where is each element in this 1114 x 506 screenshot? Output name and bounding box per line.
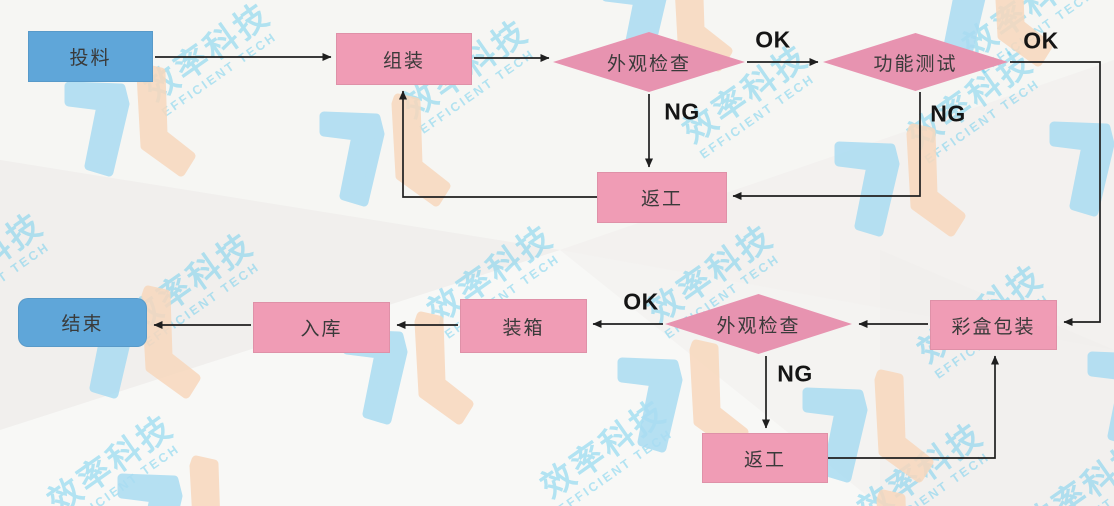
edge-rework1-assemble [399, 90, 597, 198]
node-assemble: 组装 [336, 33, 472, 85]
edge-label-ok: OK [755, 26, 791, 53]
watermark-text-en: EFFICIENT TECH [1037, 463, 1114, 506]
node-inspect2: 外观检查 [665, 294, 852, 354]
brand-logo-watermark-icon [876, 489, 906, 506]
node-label: 入库 [300, 319, 343, 340]
watermark-text-zh: 效率科技 [850, 415, 991, 506]
edge-rework2-package [828, 355, 999, 459]
brand-logo-watermark-icon [834, 123, 966, 237]
edge-label-ng: NG [664, 98, 700, 125]
node-start: 投料 [28, 31, 153, 82]
brand-logo-watermark-icon [1087, 351, 1114, 442]
watermark-text-en: EFFICIENT TECH [159, 29, 280, 120]
node-end: 结束 [18, 298, 147, 347]
node-warehouse: 入库 [253, 302, 390, 353]
node-label: 外观检查 [606, 53, 691, 75]
node-label: 返工 [743, 449, 786, 471]
node-rework1: 返工 [597, 172, 727, 223]
watermark-text-en: EFFICIENT TECH [555, 426, 676, 506]
node-label: 结束 [61, 314, 104, 335]
edge-test-package [1010, 61, 1101, 326]
node-label: 返工 [640, 189, 683, 210]
watermark-text-zh: 效率科技 [40, 407, 181, 506]
watermark-text-en: EFFICIENT TECH [697, 71, 818, 162]
node-label: 外观检查 [716, 315, 801, 337]
node-test: 功能测试 [823, 33, 1008, 91]
node-rework2: 返工 [702, 433, 828, 483]
edge-test-rework1 [732, 92, 921, 200]
watermark-text-en: EFFICIENT TECH [62, 441, 183, 506]
brand-logo-watermark-icon [1049, 121, 1114, 217]
watermark-text-zh: 效率科技 [137, 0, 278, 109]
watermark-text-zh: 效率科技 [1015, 432, 1114, 506]
edge-label-ng: NG [930, 100, 966, 127]
node-inspect1: 外观检查 [553, 32, 745, 92]
watermark-text-en: EFFICIENT TECH [872, 449, 993, 506]
edge-label-ok: OK [1023, 27, 1059, 54]
node-label: 组装 [382, 50, 425, 72]
node-label: 彩盒包装 [951, 316, 1036, 338]
node-package: 彩盒包装 [930, 300, 1057, 350]
brand-logo-watermark-icon [319, 93, 451, 207]
watermark-text-zh: 效率科技 [533, 392, 674, 506]
node-label: 装箱 [502, 317, 545, 339]
edge-label-ng: NG [777, 360, 813, 387]
brand-logo-watermark-icon [117, 455, 220, 506]
edge-label-ok: OK [623, 288, 659, 315]
node-box: 装箱 [460, 299, 587, 353]
node-label: 功能测试 [873, 53, 958, 75]
watermark-text-en: EFFICIENT TECH [142, 259, 263, 350]
node-label: 投料 [69, 48, 112, 69]
